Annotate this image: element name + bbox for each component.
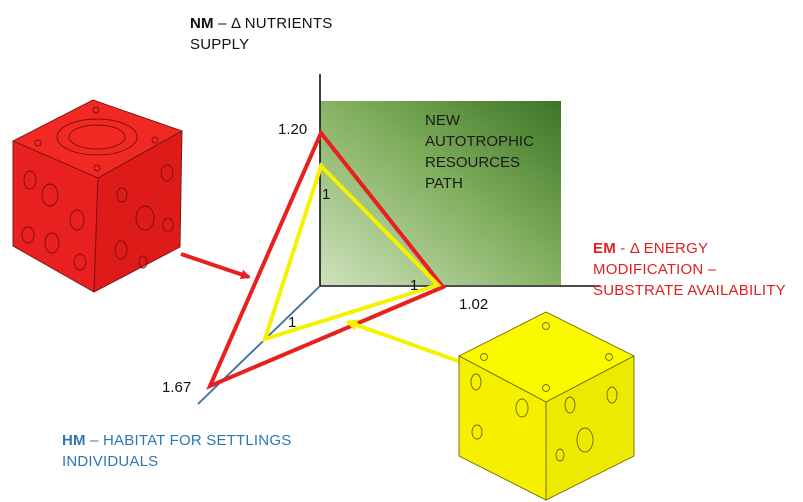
em-title: - Δ ENERGY — [615, 240, 709, 257]
hm-code: HM — [62, 432, 86, 449]
box-text-line-4: PATH — [425, 175, 463, 192]
hm-red-value: 1.67 — [162, 379, 192, 396]
em-yellow-value: 1 — [410, 277, 419, 294]
autotrophic-path-text: NEW AUTOTROPHIC RESOURCES PATH — [425, 110, 534, 194]
em-title-line2: MODIFICATION – — [593, 261, 717, 278]
nm-axis-label: NM – Δ NUTRIENTS SUPPLY — [190, 13, 332, 55]
em-red-value: 1.02 — [459, 296, 489, 313]
nm-code: NM — [190, 15, 214, 32]
nm-title: – Δ NUTRIENTS — [213, 15, 333, 32]
em-title-line3: SUBSTRATE AVAILABILITY — [593, 282, 786, 299]
yellow-arrow — [345, 319, 462, 364]
red-arrow — [180, 252, 251, 280]
nm-title-line2: SUPPLY — [190, 36, 250, 53]
autotrophic-path-box — [320, 101, 561, 285]
em-axis-label: EM - Δ ENERGY MODIFICATION – SUBSTRATE A… — [593, 238, 786, 301]
red-perforated-cube-icon — [11, 99, 184, 293]
box-text-line-3: RESOURCES — [425, 154, 521, 171]
box-text-line-1: NEW — [425, 112, 460, 129]
yellow-perforated-cube-icon — [458, 311, 635, 501]
nm-yellow-value: 1 — [322, 186, 331, 203]
hm-title: – HABITAT FOR SETTLINGS — [85, 432, 292, 449]
hm-title-line2: INDIVIDUALS — [62, 453, 159, 470]
em-code: EM — [593, 240, 616, 257]
yellow-triangle — [261, 162, 442, 343]
red-triangle — [206, 129, 447, 390]
nm-red-value: 1.20 — [278, 121, 308, 138]
hm-yellow-value: 1 — [288, 314, 297, 331]
hm-axis-label: HM – HABITAT FOR SETTLINGS INDIVIDUALS — [62, 430, 291, 472]
box-text-line-2: AUTOTROPHIC — [425, 133, 534, 150]
